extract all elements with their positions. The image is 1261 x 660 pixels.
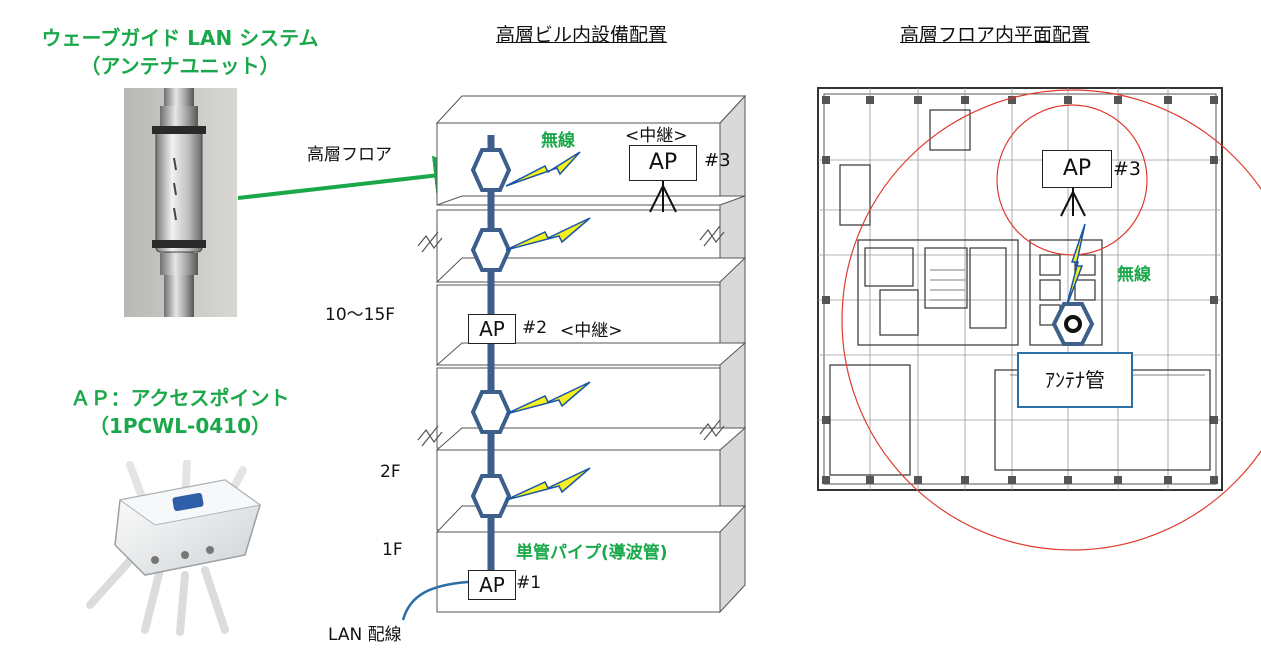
coverage-circle-large [841,89,1261,551]
label-1f: 1F [382,540,403,560]
label-pipe: 単管パイプ(導波管) [516,543,668,563]
ap-title: ＡＰ：アクセスポイント （1PCWL-0410） [20,384,340,440]
wireless-bolt [505,381,591,415]
right-title: 高層フロア内平面配置 [900,24,1091,46]
label-lan: LAN 配線 [328,625,402,645]
ap2-box: AP [468,314,516,344]
wireless-bolt [505,217,591,251]
ap-title-line1: ＡＰ：アクセスポイント [70,386,290,410]
waveguide-title-line1: ウェーブガイド LAN システム [41,26,319,50]
label-wireless-center: 無線 [541,131,575,151]
antenna-unit-hex [470,390,512,434]
antenna-unit-photo [124,88,237,317]
ap1-label: AP [479,573,505,597]
ap-title-line2: （1PCWL-0410） [88,414,272,438]
label-2f: 2F [380,462,401,482]
coverage-circle-small [996,104,1148,256]
plan-label-wireless: 無線 [1117,265,1151,285]
wireless-bolt [505,467,591,501]
waveguide-title-line2: （アンテナユニット） [80,54,280,78]
wireless-bolt [505,151,581,187]
ap-device-photo [75,459,290,640]
ap2-relay: <中継> [560,321,623,341]
plan-ap-box: AP [1042,150,1112,188]
center-title: 高層ビル内設備配置 [496,24,668,46]
plan-antenna-pipe-box: ｱﾝﾃﾅ管 [1017,352,1133,408]
ap3-label: AP [648,150,678,175]
antenna-unit-hex [470,148,512,192]
label-high-floor: 高層フロア [307,145,392,165]
label-relay-top: <中継> [625,126,688,146]
ap3-number: #3 [704,150,731,171]
plan-ap-label: AP [1062,156,1092,181]
ap2-number: #2 [522,318,548,338]
plan-ap-number: #3 [1113,158,1142,180]
antenna-unit-hex [470,474,512,518]
ap2-label: AP [479,317,505,341]
waveguide-title: ウェーブガイド LAN システム （アンテナユニット） [20,24,340,80]
ap3-box: AP [629,145,697,181]
ap1-number: #1 [516,573,542,593]
ap1-box: AP [468,570,516,600]
plan-antenna-pipe-label: ｱﾝﾃﾅ管 [1045,368,1105,392]
label-10-15f: 10～15F [325,305,396,325]
antenna-unit-hex [470,228,512,272]
